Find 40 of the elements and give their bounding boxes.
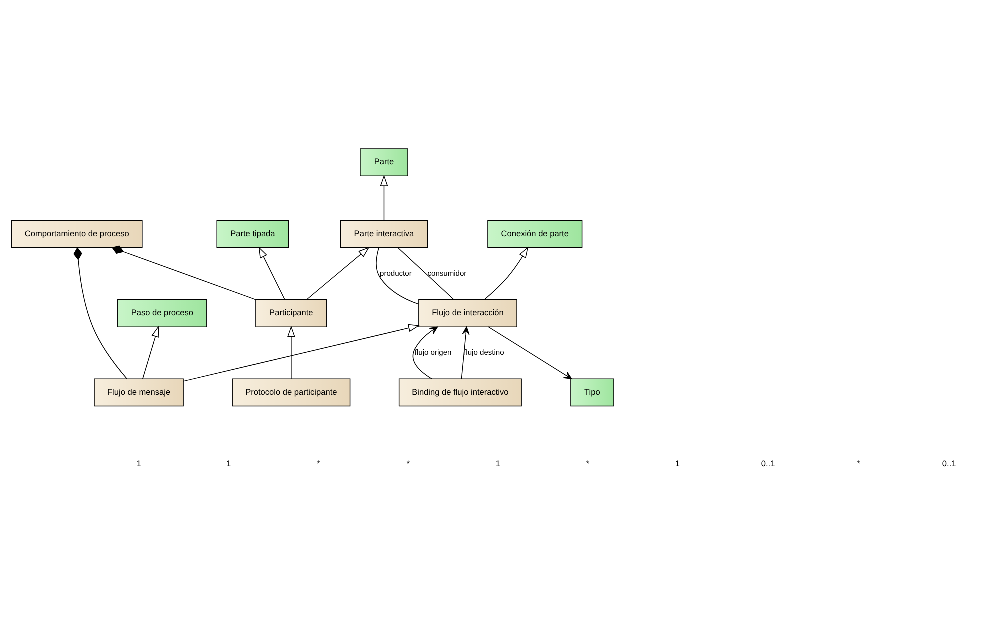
arrow	[306, 247, 370, 300]
label: *	[406, 458, 410, 469]
arrow	[142, 326, 160, 380]
node-box: Parte	[360, 148, 408, 177]
arrow	[258, 246, 286, 300]
label: 1	[496, 458, 500, 469]
arrow	[183, 324, 420, 382]
arrow	[488, 326, 572, 380]
label: 1	[136, 458, 142, 469]
edge-label: consumidor	[428, 268, 467, 278]
node-box: Conexión de parte	[488, 220, 583, 248]
arrow	[287, 326, 296, 380]
label: 0..1	[942, 458, 956, 469]
node-box: Flujo de interacción	[418, 300, 518, 328]
arrow	[461, 326, 470, 380]
connector	[398, 247, 455, 300]
label: *	[857, 458, 860, 469]
node-box: Participante	[256, 300, 328, 328]
node-box: Tipo	[570, 378, 614, 407]
arrow	[412, 326, 438, 380]
edge-label: flujo origen	[414, 348, 452, 357]
label: *	[316, 458, 320, 469]
label: *	[586, 458, 590, 469]
arrow	[484, 246, 529, 300]
connector	[376, 248, 420, 305]
node-box: Parte tipada	[216, 220, 290, 248]
label: 1	[226, 458, 232, 469]
node-box: Protocolo de participante	[232, 378, 351, 407]
node-box: Comportamiento de proceso	[12, 220, 143, 248]
node-box: Binding de flujo interactivo	[398, 378, 522, 407]
label: 0..1	[761, 458, 776, 469]
edge-label: flujo destino	[464, 348, 504, 357]
node-box: Parte interactiva	[340, 220, 428, 248]
arrow	[380, 175, 388, 221]
label: 1	[675, 458, 680, 469]
connector	[74, 247, 128, 380]
connector	[112, 246, 256, 300]
node-box: Flujo de mensaje	[94, 378, 184, 407]
node-box: Paso de proceso	[118, 300, 208, 328]
edge-label: productor	[380, 268, 412, 278]
